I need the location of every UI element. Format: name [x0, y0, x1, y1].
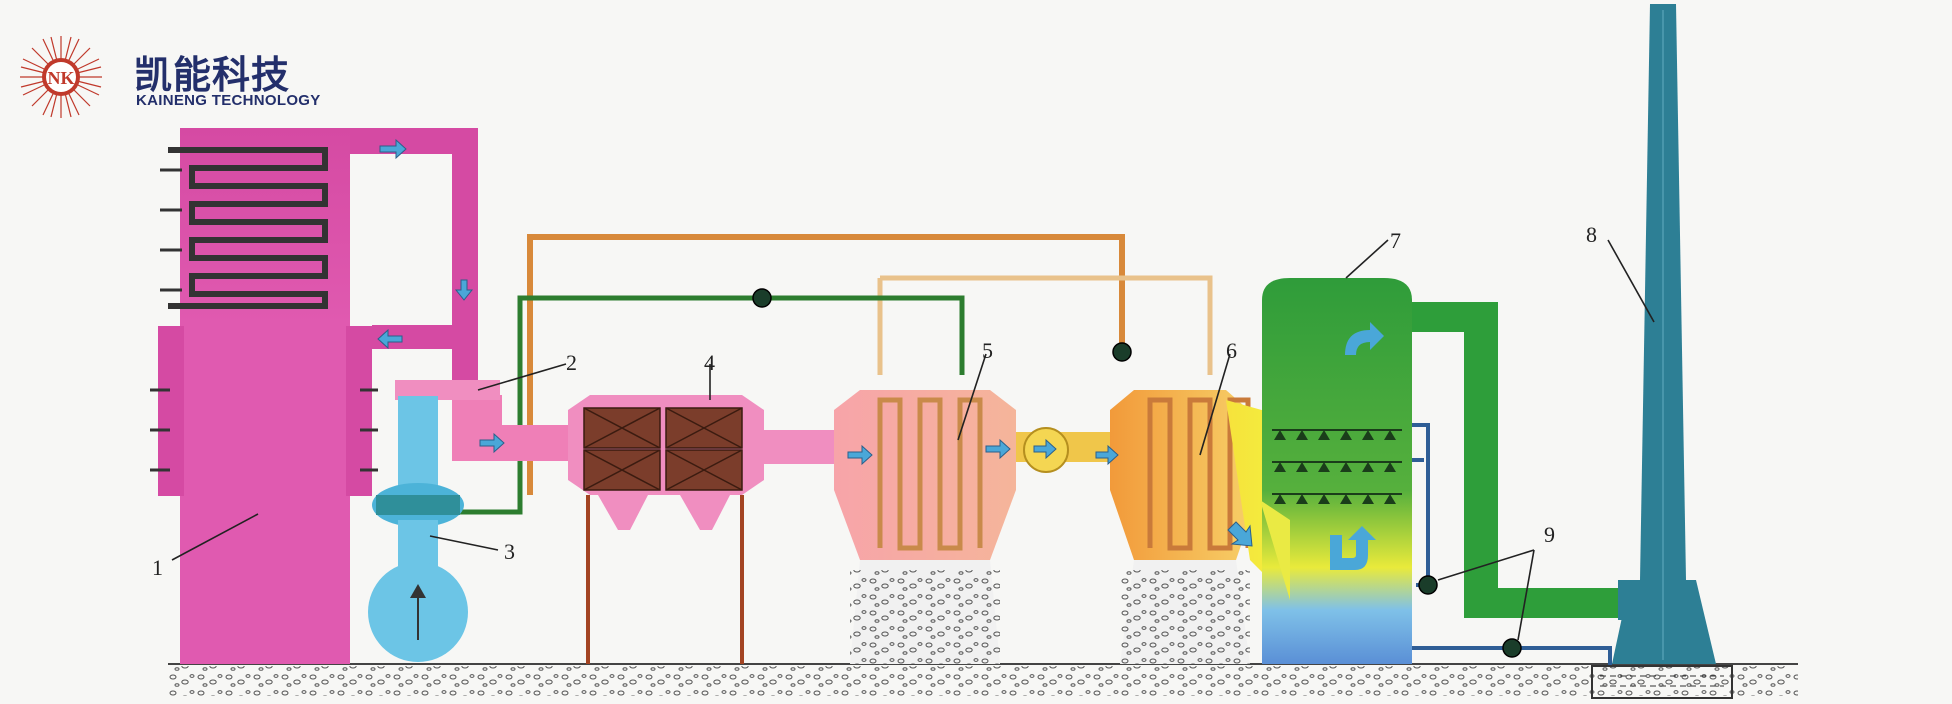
- arrow-down-right-icon: [1227, 521, 1253, 547]
- callout-6: 6: [1226, 338, 1237, 363]
- ground-gravel: [168, 666, 1798, 696]
- callout-4: 4: [704, 350, 715, 375]
- clean-gas-duct: [1412, 302, 1624, 618]
- arrow-right-icon: [847, 444, 873, 466]
- flow-arrow-down-icon: [1330, 526, 1376, 570]
- boiler: [150, 128, 378, 664]
- callout-2: 2: [566, 350, 577, 375]
- chimney: [1591, 4, 1733, 699]
- absorber-tower: [1260, 278, 1412, 664]
- callout-1: 1: [152, 555, 163, 580]
- heat-exchanger-5: [834, 390, 1016, 664]
- arrow-right-icon: [379, 138, 407, 160]
- blue-pipe: [1412, 423, 1612, 666]
- arrow-right-icon: [1033, 438, 1057, 460]
- booster-fan: [1016, 427, 1110, 473]
- flow-arrow-up-icon: [1345, 322, 1384, 355]
- callout-7: 7: [1390, 228, 1401, 253]
- logo-english-name: KAINENG TECHNOLOGY: [136, 92, 321, 109]
- orange-pipe: [527, 234, 1213, 495]
- arrow-down-icon: [454, 279, 474, 301]
- logo-chinese-name: 凯能科技: [134, 53, 291, 97]
- company-logo: NK 凯能科技 KAINENG TECHNOLOGY: [18, 34, 338, 124]
- electrostatic-precipitator: [568, 395, 834, 664]
- callout-3: 3: [504, 539, 515, 564]
- logo-sunburst-icon: NK: [20, 36, 102, 118]
- callout-8: 8: [1586, 222, 1597, 247]
- pump-icon: [752, 288, 1522, 658]
- arrow-right-icon: [479, 432, 505, 454]
- arrow-left-icon: [377, 328, 403, 350]
- arrow-right-icon: [1095, 444, 1119, 466]
- callout-5: 5: [982, 338, 993, 363]
- air-preheater: [368, 396, 468, 662]
- flue-duct: [350, 128, 568, 461]
- logo-monogram: NK: [48, 68, 75, 88]
- arrow-right-icon: [985, 438, 1011, 460]
- callout-9: 9: [1544, 522, 1555, 547]
- green-pipe: [450, 295, 965, 515]
